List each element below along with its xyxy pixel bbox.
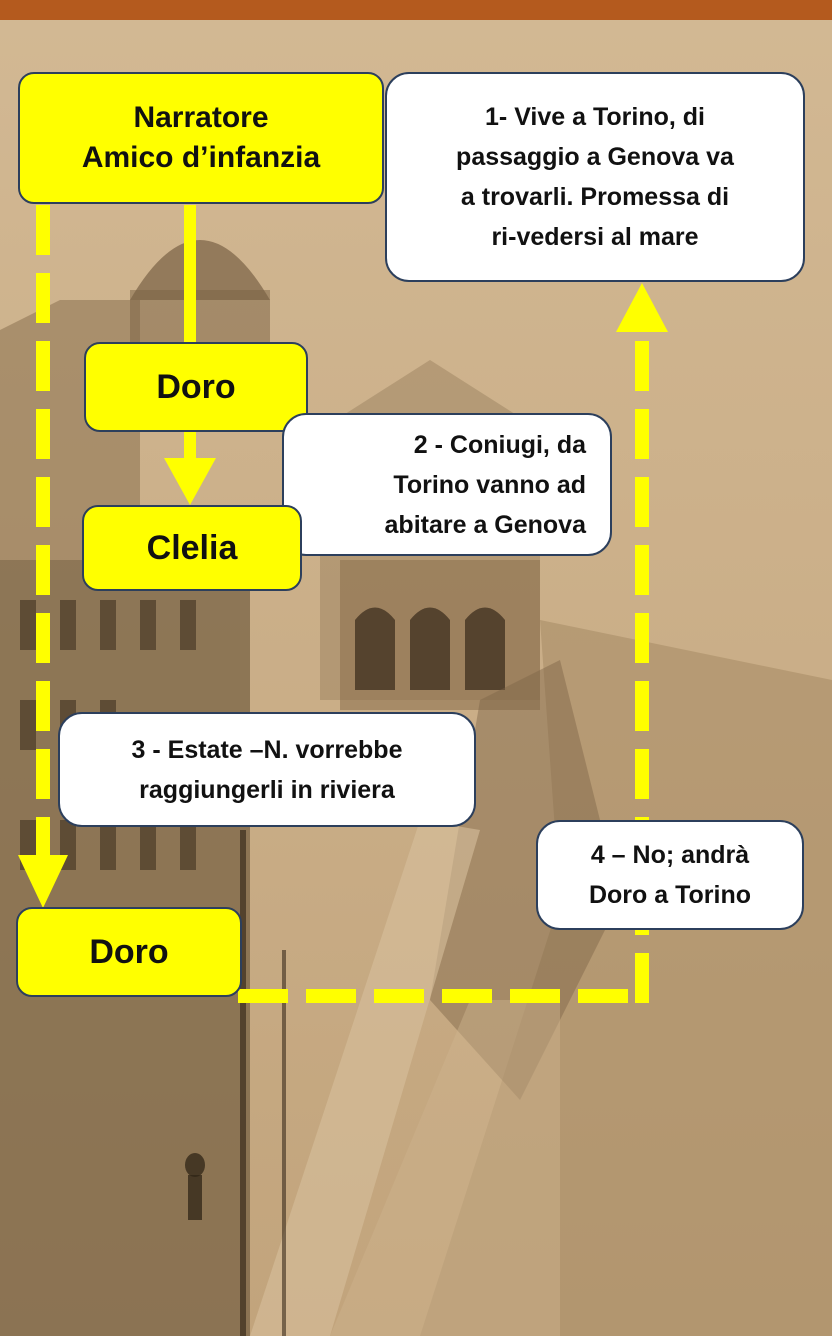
node-clelia-label: Clelia [146,528,238,567]
note-1-text: 1- Vive a Torino, di passaggio a Genova … [456,103,734,251]
note-1: 1- Vive a Torino, di passaggio a Genova … [385,72,805,282]
node-clelia: Clelia [82,505,302,591]
node-doro-top: Doro [84,342,308,432]
note-3-text: 3 - Estate –N. vorrebbe raggiungerli in … [131,735,403,804]
node-narratore-label: Narratore Amico d’infanzia [81,101,321,174]
note-4-text: 4 – No; andrà Doro a Torino [588,841,752,909]
note-2-text: 2 - Coniugi, da Torino vanno ad abitare … [384,430,586,539]
node-doro-bottom: Doro [16,907,242,997]
node-doro-bottom-label: Doro [89,932,169,971]
top-accent-bar [0,0,832,20]
note-4: 4 – No; andrà Doro a Torino [536,820,804,930]
node-narratore: Narratore Amico d’infanzia [18,72,384,204]
note-2: 2 - Coniugi, da Torino vanno ad abitare … [282,413,612,556]
node-doro-top-label: Doro [156,367,236,406]
note-3: 3 - Estate –N. vorrebbe raggiungerli in … [58,712,476,827]
